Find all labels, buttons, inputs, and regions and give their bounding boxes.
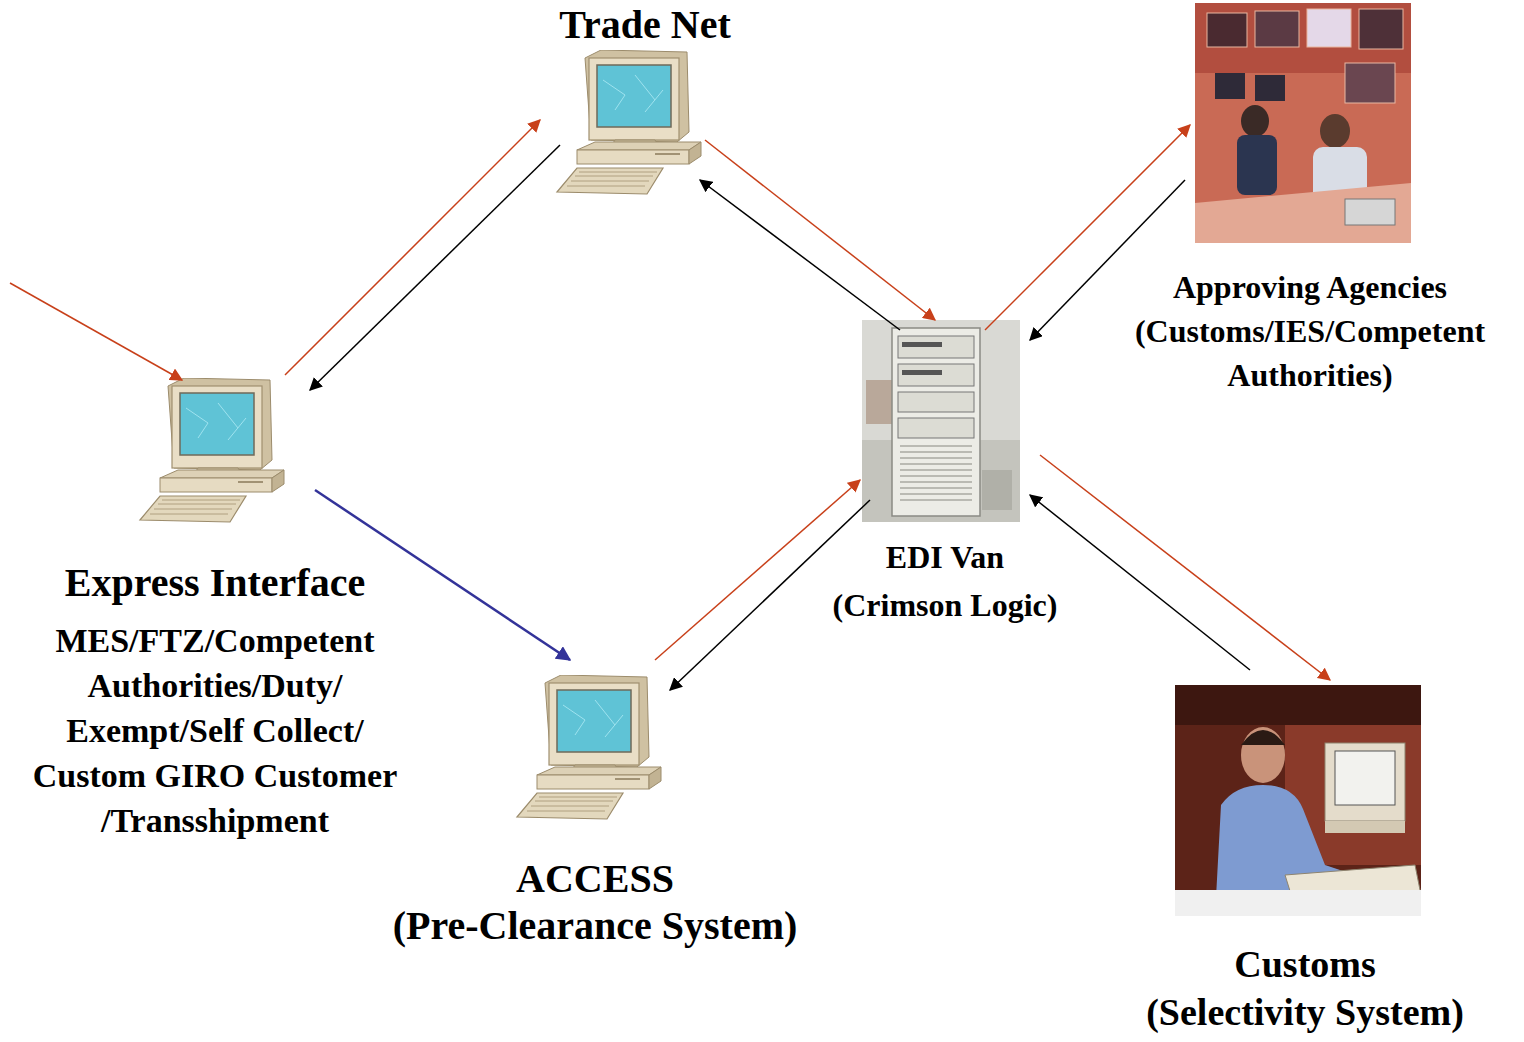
flow-arrow: [1040, 455, 1330, 680]
computer-icon: [138, 378, 288, 528]
node-subtitle: (Crimson Logic): [800, 581, 1090, 629]
node-subtitle: (Customs/IES/Competent Authorities): [1105, 309, 1515, 397]
system-node: Approving Agencies(Customs/IES/Competent…: [1105, 3, 1515, 398]
system-node: Express InterfaceMES/FTZ/Competent Autho…: [15, 375, 415, 845]
system-node: EDI Van(Crimson Logic): [800, 318, 1090, 630]
system-node: ACCESS(Pre-Clearance System): [360, 675, 830, 955]
flow-arrow: [310, 145, 560, 390]
node-subtitle: (Pre-Clearance System): [360, 902, 830, 949]
control-room-photo: [1195, 3, 1411, 243]
node-title: Customs: [1125, 940, 1485, 988]
flow-arrow: [655, 480, 860, 660]
node-title: Approving Agencies: [1105, 265, 1515, 309]
flow-arrow: [285, 120, 540, 375]
customs-officer-photo: [1175, 685, 1421, 916]
node-title: ACCESS: [360, 855, 830, 902]
flow-arrow: [1030, 495, 1250, 670]
node-subtitle: (Selectivity System): [1125, 988, 1485, 1036]
node-title: Express Interface: [15, 560, 415, 606]
flow-arrow: [705, 140, 935, 320]
node-title: Trade Net: [545, 3, 745, 47]
incoming-arrow: [10, 283, 182, 380]
computer-icon: [515, 675, 665, 825]
server-photo: [862, 320, 1020, 522]
system-node: Customs(Selectivity System): [1125, 683, 1485, 1038]
node-title: EDI Van: [800, 533, 1090, 581]
flow-arrow: [700, 180, 900, 330]
system-node: Trade Net: [545, 3, 745, 198]
flow-arrow: [985, 125, 1190, 330]
computer-icon: [555, 50, 705, 200]
node-subtitle: MES/FTZ/Competent Authorities/Duty/ Exem…: [15, 618, 415, 843]
